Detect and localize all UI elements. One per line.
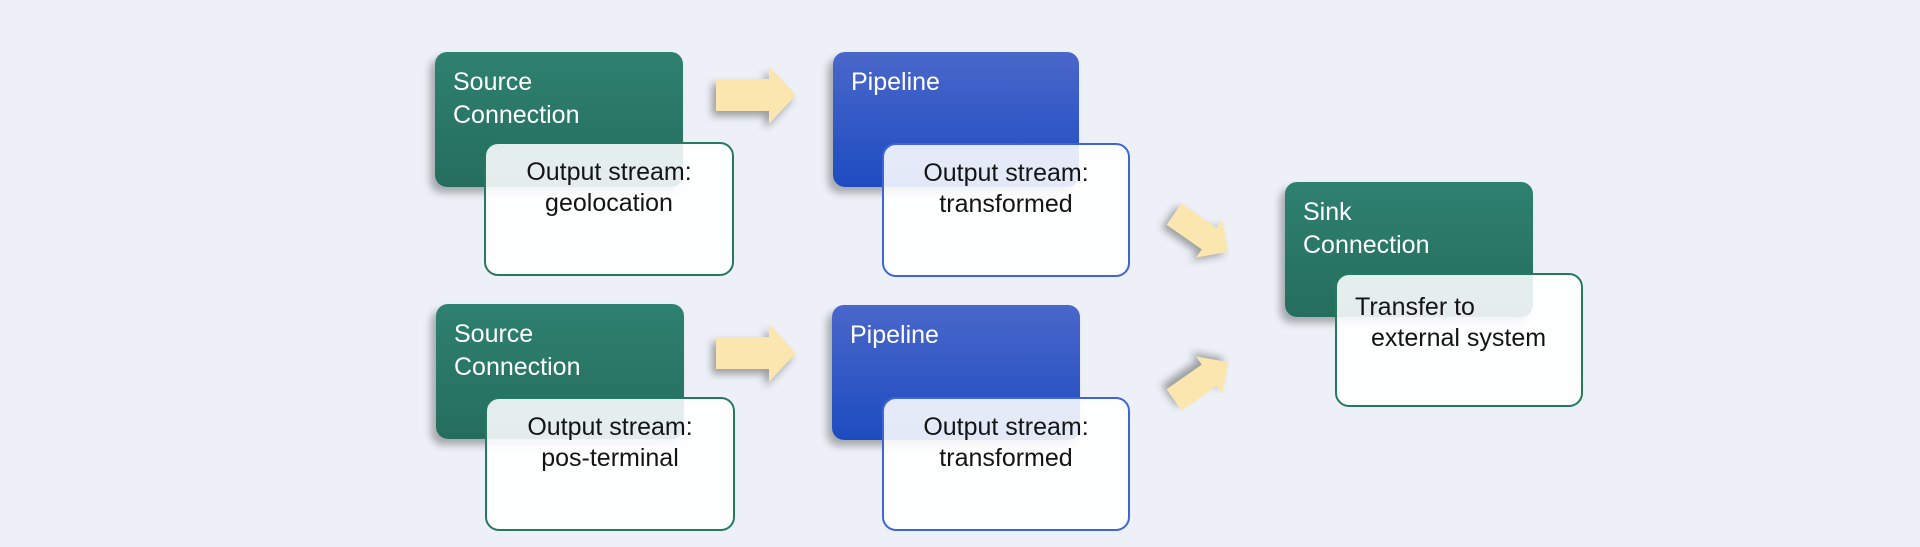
note-line: Output stream: <box>923 159 1089 187</box>
note-sink-transfer: Transfer to external system <box>1335 273 1583 407</box>
node-label-line: Source <box>453 68 533 96</box>
flow-arrow-right-icon <box>716 324 796 382</box>
note-line: geolocation <box>545 189 673 217</box>
note-line: transformed <box>939 444 1073 472</box>
node-label-line: Sink <box>1303 198 1352 226</box>
note-pipeline1-output-stream: Output stream: transformed <box>882 143 1130 277</box>
node-label-line: Connection <box>454 353 581 381</box>
node-label-line: Connection <box>1303 231 1430 259</box>
note-source2-output-stream: Output stream: pos-terminal <box>485 397 735 531</box>
note-line: transformed <box>939 190 1073 218</box>
note-source1-output-stream: Output stream: geolocation <box>484 142 734 276</box>
flow-arrow-down-right-icon <box>1166 203 1234 258</box>
note-line: external system <box>1371 324 1547 352</box>
note-line: pos-terminal <box>541 444 679 472</box>
node-label-line: Connection <box>453 101 580 129</box>
note-line: Output stream: <box>527 413 693 441</box>
note-line: Transfer to <box>1355 293 1475 321</box>
node-label-line: Source <box>454 320 534 348</box>
node-label-line: Pipeline <box>851 68 940 96</box>
note-pipeline2-output-stream: Output stream: transformed <box>882 397 1130 531</box>
note-line: Output stream: <box>923 413 1089 441</box>
flow-arrow-up-right-icon <box>1166 356 1234 411</box>
node-label-line: Pipeline <box>850 321 939 349</box>
note-line: Output stream: <box>526 158 692 186</box>
flow-arrow-right-icon <box>716 66 796 124</box>
